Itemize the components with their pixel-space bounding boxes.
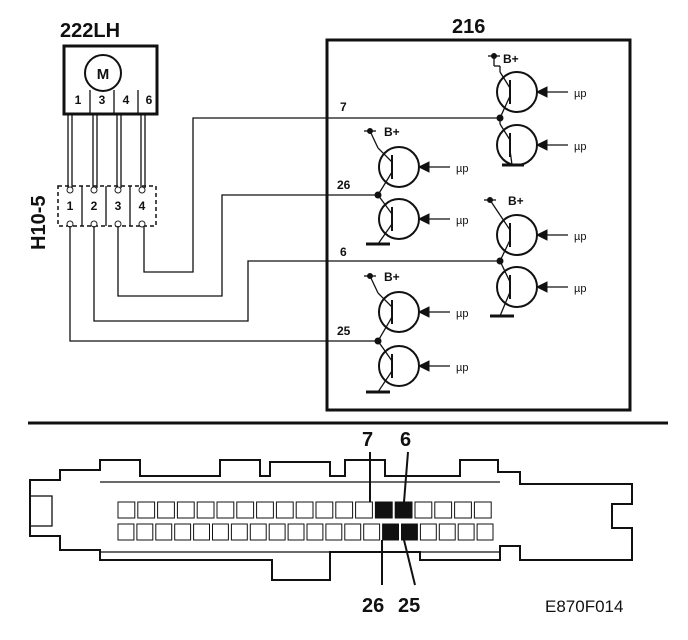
half-bridge-b xyxy=(364,128,450,246)
connector-cavity xyxy=(344,523,362,541)
up-label-d2: µp xyxy=(456,362,468,374)
connector-cavity xyxy=(287,523,305,541)
connector-cavity xyxy=(236,501,255,519)
connector-cavity xyxy=(136,523,154,541)
module-connector-outline xyxy=(29,459,633,581)
motor-pin-3: 3 xyxy=(99,93,106,107)
connector-cavity xyxy=(230,523,248,541)
connector-cavity xyxy=(249,523,267,541)
motor-symbol-circle xyxy=(84,54,122,92)
callout-25: 25 xyxy=(398,595,420,617)
connector-cavity xyxy=(137,501,156,519)
wire-label-6: 6 xyxy=(340,245,347,259)
connector-cavity xyxy=(476,523,494,541)
connector-cavity xyxy=(295,501,314,519)
connector-cavity-highlight xyxy=(394,501,413,519)
connector-cavity xyxy=(196,501,215,519)
callout-line-25 xyxy=(403,539,416,586)
connector-cavity xyxy=(176,501,195,519)
b-plus-a: B+ xyxy=(503,52,519,66)
connector-cavity xyxy=(306,523,324,541)
connector-cavity xyxy=(363,523,381,541)
up-label-b1: µp xyxy=(456,163,468,175)
up-label-b2: µp xyxy=(456,215,468,227)
connector-cells xyxy=(66,186,146,228)
connector-cavity xyxy=(157,501,175,519)
module-label: 216 xyxy=(452,16,485,38)
connector-cavity xyxy=(414,501,433,519)
wire-label-25: 25 xyxy=(337,324,351,338)
wire-label-26: 26 xyxy=(337,178,351,192)
wire-label-7: 7 xyxy=(340,100,347,114)
connector-cavity xyxy=(457,523,475,541)
motor-pin-6: 6 xyxy=(146,93,153,107)
up-label-c1: µp xyxy=(574,231,586,243)
connector-cavity xyxy=(268,523,286,541)
connector-cavity xyxy=(315,501,334,519)
up-label-d1: µp xyxy=(456,308,468,320)
half-bridge-d xyxy=(364,273,450,394)
connector-cavity xyxy=(117,523,135,541)
callout-7: 7 xyxy=(362,429,373,451)
up-label-a2: µp xyxy=(574,141,586,153)
connector-cavity xyxy=(256,501,274,519)
b-plus-b: B+ xyxy=(384,125,400,139)
b-plus-c: B+ xyxy=(508,194,524,208)
connector-cavity xyxy=(419,523,437,541)
connector-cavity xyxy=(155,523,173,541)
connector-cavity xyxy=(117,501,136,519)
motor-housing xyxy=(62,44,159,116)
connector-cavity xyxy=(275,501,294,519)
connector-label: H10-5 xyxy=(28,196,50,250)
half-bridge-c xyxy=(484,197,568,318)
callout-6: 6 xyxy=(400,429,411,451)
connector-cavity xyxy=(212,523,229,541)
up-label-a1: µp xyxy=(574,88,586,100)
connector-cavity xyxy=(174,523,192,541)
motor-label: 222LH xyxy=(60,20,120,42)
connector-cavity-highlight xyxy=(374,501,393,519)
connector-cavity xyxy=(193,523,211,541)
figure-code: E870F014 xyxy=(545,597,623,616)
connector-cavity xyxy=(434,501,453,519)
motor-to-connector-wires xyxy=(67,114,146,188)
motor-symbol: M xyxy=(97,66,110,83)
connector-cavity xyxy=(473,501,492,519)
callout-line-6 xyxy=(403,451,409,503)
connector-cavity xyxy=(454,501,472,519)
connector-pin-4: 4 xyxy=(139,199,146,213)
connector-cavity-highlight xyxy=(382,523,400,541)
up-label-c2: µp xyxy=(574,283,586,295)
module-box xyxy=(325,38,632,412)
connector-pin-2: 2 xyxy=(91,199,98,213)
half-bridge-a xyxy=(488,53,568,167)
motor-pin-4: 4 xyxy=(123,93,130,107)
connector-cavity xyxy=(325,523,343,541)
b-plus-d: B+ xyxy=(384,270,400,284)
connector-cavity-highlight xyxy=(401,523,418,541)
connector-pin-3: 3 xyxy=(115,199,122,213)
callout-26: 26 xyxy=(362,595,384,617)
motor-pin-dividers xyxy=(89,90,139,114)
connector-cavity xyxy=(335,501,354,519)
connector-pin-1: 1 xyxy=(67,199,74,213)
connector-cavity xyxy=(438,523,456,541)
connector-housing xyxy=(57,185,157,227)
module-connector-pins xyxy=(117,501,494,541)
connector-cavity xyxy=(216,501,235,519)
connector-to-module-wires xyxy=(69,117,500,342)
motor-pin-1: 1 xyxy=(75,93,82,107)
connector-cavity xyxy=(355,501,373,519)
